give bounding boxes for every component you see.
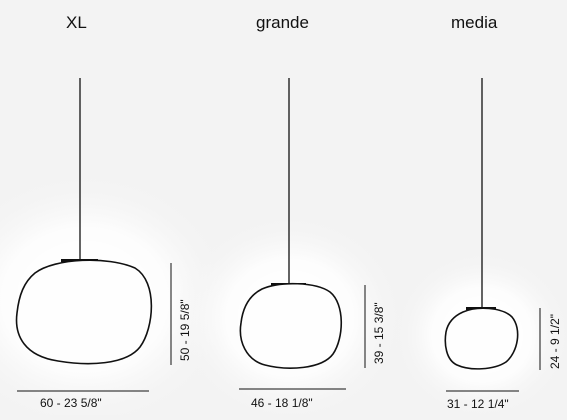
grande-title: grande xyxy=(256,13,309,32)
xl-shade xyxy=(15,259,153,365)
media-shade xyxy=(444,307,519,370)
lamp-grande xyxy=(239,78,366,390)
media-title: media xyxy=(451,13,498,32)
grande-height-label: 39 - 15 3/8" xyxy=(372,302,386,364)
xl-width-label: 60 - 23 5/8" xyxy=(40,396,102,410)
media-width-label: 31 - 12 1/4" xyxy=(447,397,509,411)
xl-height-label: 50 - 19 5/8" xyxy=(178,299,192,361)
lamp-xl xyxy=(15,78,172,392)
grande-width-label: 46 - 18 1/8" xyxy=(251,396,313,410)
media-height-label: 24 - 9 1/2" xyxy=(548,314,562,369)
lamp-media xyxy=(444,78,541,392)
xl-title: XL xyxy=(66,13,87,32)
grande-shade xyxy=(239,282,343,369)
